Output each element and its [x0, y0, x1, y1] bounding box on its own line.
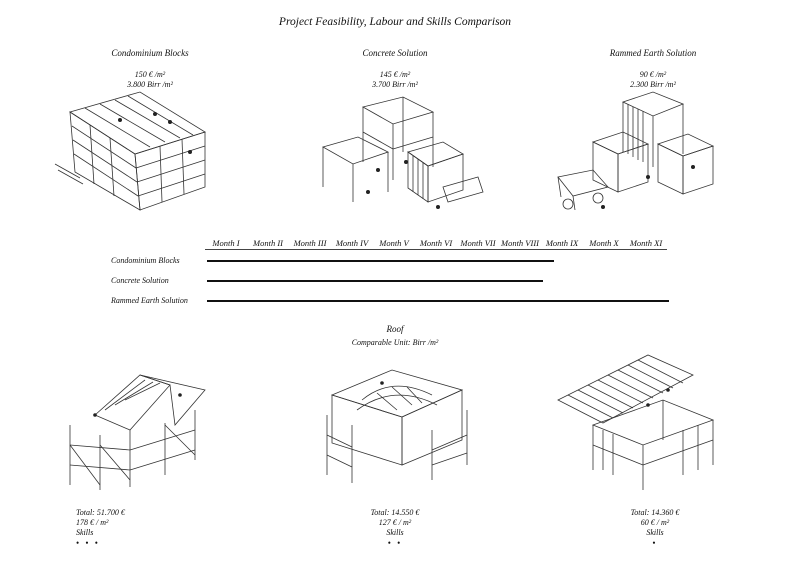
condominium-block-illustration: [54, 91, 206, 211]
skills-dots: •: [652, 538, 658, 548]
skills-label: Skills: [76, 528, 94, 537]
skills-dots: • •: [387, 538, 403, 548]
month-label: Month III: [289, 238, 331, 250]
roof-cost-condominium: Total: 51.700 € 178 € / m² Skills • • •: [76, 508, 125, 548]
month-label: Month IX: [541, 238, 583, 250]
month-label: Month VII: [457, 238, 499, 250]
timeline-row-label: Concrete Solution: [111, 276, 169, 285]
skills-label: Skills: [386, 528, 404, 537]
timeline-bar-condominium: [207, 260, 554, 262]
price-eur: 145 € /m²: [379, 70, 411, 79]
month-label: Month V: [373, 238, 415, 250]
month-label: Month I: [205, 238, 247, 250]
concrete-solution-illustration: [321, 96, 484, 209]
price-birr: 3.700 Birr /m²: [372, 80, 418, 89]
solution-name-condominium: Condominium Blocks: [111, 48, 189, 58]
roof-illustration-condominium: [69, 374, 206, 490]
price-eur: 150 € /m²: [134, 70, 166, 79]
solution-price-rammed-earth: 90 € /m² 2.300 Birr /m²: [563, 70, 743, 90]
page-title: Project Feasibility, Labour and Skills C…: [278, 16, 512, 28]
roof-illustration-rammed-earth: [557, 354, 715, 490]
roof-total: Total: 14.550 €: [370, 508, 420, 517]
roof-per-m2: 127 € / m²: [378, 518, 412, 527]
month-label: Month VIII: [499, 238, 541, 250]
rammed-earth-illustration: [557, 91, 715, 211]
skills-label: Skills: [646, 528, 664, 537]
roof-cost-rammed-earth: Total: 14.360 € 60 € / m² Skills •: [605, 508, 705, 548]
timeline-row-label: Rammed Earth Solution: [111, 296, 188, 305]
roof-subtitle: Comparable Unit: Birr /m²: [351, 338, 439, 347]
month-label: Month VI: [415, 238, 457, 250]
roof-illustration-concrete: [326, 369, 468, 483]
timeline-bar-rammed-earth: [207, 300, 669, 302]
roof-per-m2: 60 € / m²: [640, 518, 670, 527]
price-birr: 2.300 Birr /m²: [630, 80, 676, 89]
month-label: Month XI: [625, 238, 667, 250]
timeline-bar-concrete: [207, 280, 543, 282]
price-eur: 90 € /m²: [639, 70, 667, 79]
roof-per-m2: 178 € / m²: [76, 518, 109, 527]
month-label: Month IV: [331, 238, 373, 250]
solution-price-concrete: 145 € /m² 3.700 Birr /m²: [305, 70, 485, 90]
roof-total: Total: 14.360 €: [630, 508, 680, 517]
roof-title: Roof: [386, 324, 404, 334]
roof-total: Total: 51.700 €: [76, 508, 125, 517]
solution-price-condominium: 150 € /m² 3.800 Birr /m²: [60, 70, 240, 90]
price-birr: 3.800 Birr /m²: [127, 80, 173, 89]
month-label: Month II: [247, 238, 289, 250]
solution-name-rammed-earth: Rammed Earth Solution: [609, 48, 697, 58]
timeline-row-label: Condominium Blocks: [111, 256, 180, 265]
skills-dots: • • •: [76, 538, 100, 548]
month-label: Month X: [583, 238, 625, 250]
solution-name-concrete: Concrete Solution: [362, 48, 428, 58]
roof-cost-concrete: Total: 14.550 € 127 € / m² Skills • •: [345, 508, 445, 548]
